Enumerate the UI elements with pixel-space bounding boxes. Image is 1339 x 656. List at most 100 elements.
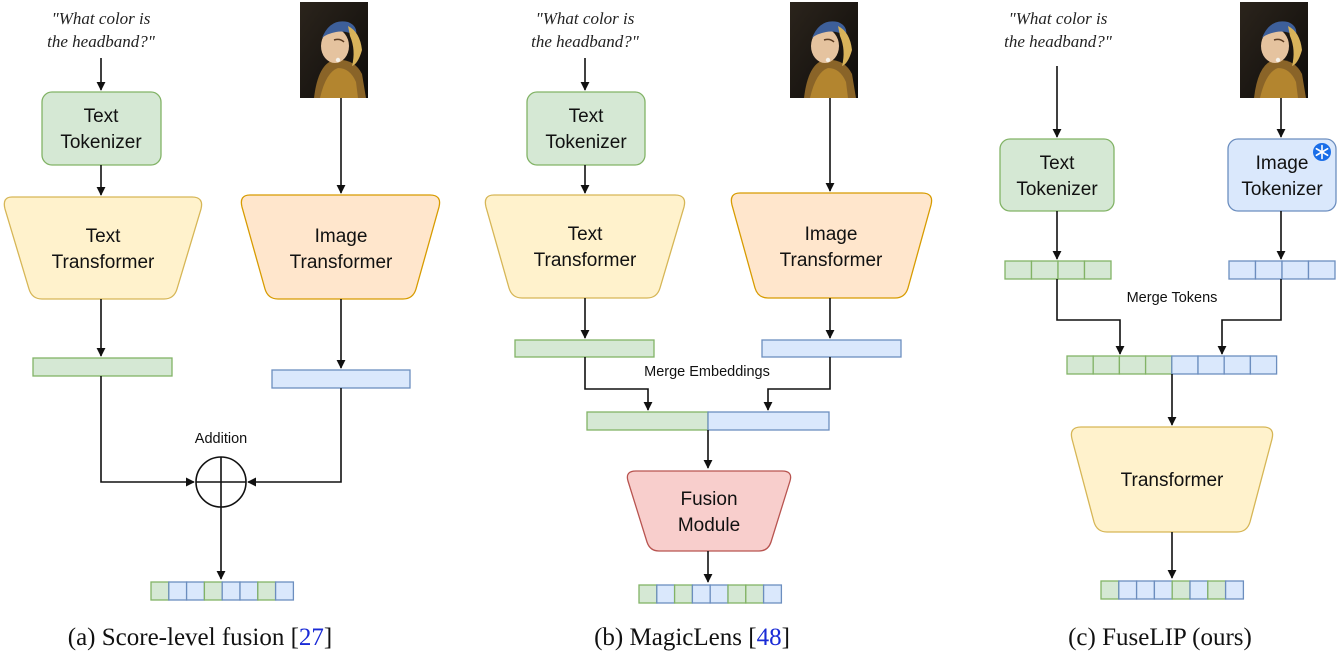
caption-b: (b) MagicLens [48] [594,624,790,651]
caption-a: (a) Score-level fusion [27] [68,624,332,651]
image-token [274,581,295,601]
text-transformer-b [484,194,686,299]
text-token [673,584,694,604]
text-transformer-a [3,196,203,300]
text-token [1004,260,1033,280]
portrait-image-b [789,1,859,99]
image-tokenizer-c-label1: Image [1256,153,1309,174]
image-tokenizer-c [1227,138,1337,212]
image-token [1153,580,1173,600]
addition-label: Addition [195,431,247,447]
text-tokenizer-c-label2: Tokenizer [1016,179,1098,200]
question-text-a-line1: "What color is [52,9,151,28]
panel-b: "What color is the headband?" Text Token… [484,1,933,651]
text-transformer-a-label2: Transformer [52,252,155,273]
image-transformer-a [240,194,441,300]
text-token [1066,355,1094,375]
image-token [185,581,206,601]
question-text-c-line1: "What color is [1009,9,1108,28]
image-embedding-b [761,339,902,358]
image-transformer-a-label2: Transformer [290,252,393,273]
image-tokenizer-c-label2: Tokenizer [1241,179,1323,200]
image-token [1224,580,1245,600]
text-token [150,581,170,601]
image-token [168,581,188,601]
fused-tokens-b [638,584,783,604]
text-token [257,581,277,601]
text-transformer-b-label2: Transformer [534,250,637,271]
merge-tokens-label: Merge Tokens [1127,290,1218,306]
question-text-b-line2: the headband?" [531,32,640,51]
text-transformer-a-label1: Text [86,226,122,247]
question-text-c-line2: the headband?" [1004,32,1113,51]
text-tokenizer-a [41,91,162,166]
text-token [203,581,223,601]
text-embedding-b [514,339,655,358]
fusion-module [626,470,792,552]
transformer-c [1070,426,1274,533]
text-token [1144,355,1173,375]
caption-c: (c) FuseLIP (ours) [1068,624,1252,651]
image-token [1118,580,1138,600]
text-token [1057,260,1086,280]
image-tokens-c [1228,260,1336,280]
text-tokenizer-b-label1: Text [569,106,605,127]
text-token [727,584,747,604]
text-tokenizer-c [999,138,1115,212]
merge-embeddings-label: Merge Embeddings [644,364,770,380]
snowflake-icon [1312,142,1332,162]
image-token [1171,355,1199,375]
image-token [1307,260,1336,280]
image-token [239,581,259,601]
text-token [1207,580,1227,600]
text-token [1030,260,1059,280]
panel-c: "What color is the headband?" Text Token… [999,1,1337,651]
text-tokens-c [1004,260,1112,280]
addition-icon [195,456,247,508]
text-embedding-a [32,357,173,377]
text-tokenizer-a-label1: Text [84,106,120,127]
image-transformer-b-label1: Image [805,224,858,245]
text-token [1100,580,1120,600]
merged-tokens-c [1066,355,1278,375]
text-token [1092,355,1121,375]
image-token [221,581,241,601]
image-token [1223,355,1252,375]
citation-48: 48 [757,624,782,651]
fused-tokens-a [150,581,295,601]
image-transformer-b-label2: Transformer [780,250,883,271]
text-transformer-b-label1: Text [568,224,604,245]
text-tokenizer-b-label2: Tokenizer [545,132,627,153]
text-token [1083,260,1112,280]
transformer-c-label: Transformer [1121,470,1224,491]
text-token [1171,580,1191,600]
image-token [762,584,783,604]
portrait-image-a [299,1,369,99]
merged-text-embedding-b [586,411,709,431]
image-token [1281,260,1310,280]
text-tokenizer-a-label2: Tokenizer [60,132,142,153]
image-token [1189,580,1209,600]
image-token [656,584,676,604]
panel-a: "What color is the headband?" Text Token… [3,1,441,651]
image-embedding-a [271,369,411,389]
citation-27: 27 [299,624,324,651]
text-token [745,584,765,604]
image-token [1249,355,1278,375]
image-transformer-a-label1: Image [315,226,368,247]
question-text-a-line2: the headband?" [47,32,156,51]
fusion-module-label2: Module [678,515,740,536]
portrait-image-c [1239,1,1309,99]
merged-image-embedding-b [707,411,830,431]
image-transformer-b [730,192,933,299]
image-token [1254,260,1283,280]
image-token [691,584,711,604]
text-tokenizer-b [526,91,646,166]
text-tokenizer-c-label1: Text [1040,153,1076,174]
fused-tokens-c [1100,580,1245,600]
fusion-module-label1: Fusion [680,489,737,510]
question-text-b-line1: "What color is [536,9,635,28]
text-token [638,584,658,604]
